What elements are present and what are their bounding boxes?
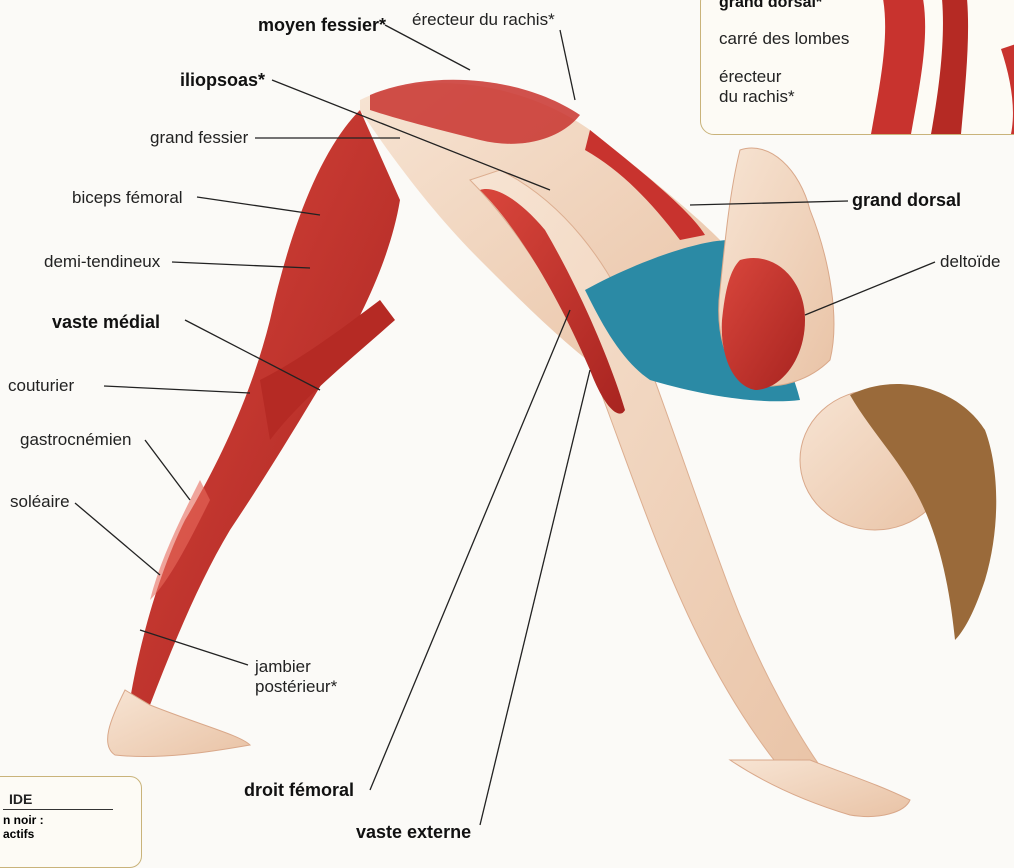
legend-divider: [3, 809, 113, 810]
label-vaste-externe: vaste externe: [356, 822, 471, 842]
back-foot: [108, 690, 250, 757]
label-gastrocnemien: gastrocnémien: [20, 430, 132, 450]
label-iliopsoas: iliopsoas*: [180, 70, 265, 90]
legend-line2: actifs: [3, 827, 34, 841]
label-grand-dorsal: grand dorsal: [852, 190, 961, 210]
inset-label-carre-des-lombes: carré des lombes: [719, 29, 849, 49]
label-soleaire: soléaire: [10, 492, 70, 512]
label-vaste-medial: vaste médial: [52, 312, 160, 332]
label-deltoide: deltoïde: [940, 252, 1001, 272]
label-jambier-line1: jambier: [255, 657, 311, 677]
legend-title: IDE: [9, 791, 32, 807]
label-grand-fessier: grand fessier: [150, 128, 248, 148]
legend-box: IDE n noir : actifs: [0, 776, 142, 868]
label-biceps-femoral: biceps fémoral: [72, 188, 183, 208]
inset-back-illustration: [851, 0, 1014, 134]
label-erecteur-du-rachis: érecteur du rachis*: [412, 10, 555, 30]
label-moyen-fessier: moyen fessier*: [258, 15, 386, 35]
label-couturier: couturier: [8, 376, 74, 396]
inset-title: grand dorsal*: [719, 0, 822, 13]
inset-label-erecteur-line1: érecteur: [719, 67, 781, 87]
front-foot: [730, 760, 910, 817]
inset-panel: grand dorsal* carré des lombes érecteur …: [700, 0, 1014, 135]
inset-label-erecteur-line2: du rachis*: [719, 87, 795, 107]
legend-line1: n noir :: [3, 813, 44, 827]
label-jambier-line2: postérieur*: [255, 677, 337, 697]
label-demi-tendineux: demi-tendineux: [44, 252, 160, 272]
label-droit-femoral: droit fémoral: [244, 780, 354, 800]
